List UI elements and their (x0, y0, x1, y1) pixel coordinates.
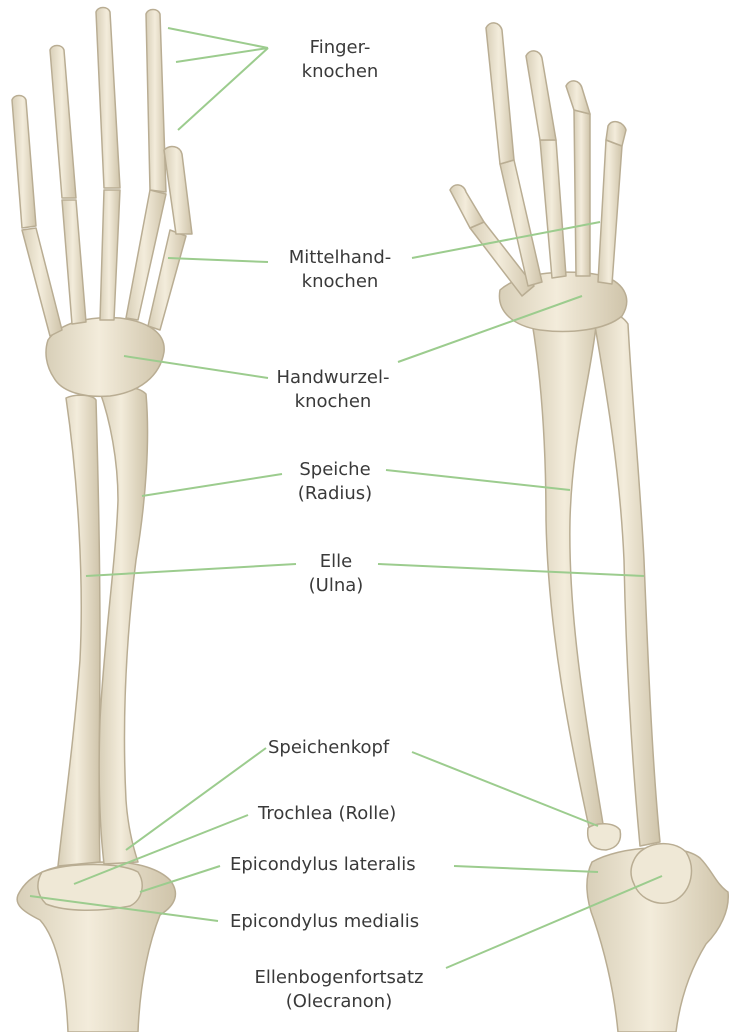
label-mittelhandknochen-line1: Mittelhand- (289, 246, 392, 270)
label-epicondylus-medialis: Epicondylus medialis (230, 910, 419, 934)
label-handwurzelknochen-line2: knochen (277, 390, 390, 414)
label-handwurzelknochen-line1: Handwurzel- (277, 366, 390, 390)
label-epicondylus-lateralis: Epicondylus lateralis (230, 853, 416, 877)
left-phalanges-5 (12, 96, 36, 229)
left-carpals (46, 318, 164, 397)
label-fingerknochen: Finger- knochen (302, 36, 379, 84)
right-phalanges-3 (526, 51, 556, 140)
right-radial-head (588, 824, 621, 850)
label-ellenbogenfortsatz: Ellenbogenfortsatz (Olecranon) (255, 966, 424, 1014)
left-phalanges-4 (50, 46, 76, 199)
leader-speiche-left (142, 474, 282, 496)
label-mittelhandknochen: Mittelhand- knochen (289, 246, 392, 294)
left-thumb (164, 147, 192, 234)
label-trochlea: Trochlea (Rolle) (258, 802, 396, 826)
label-elle: Elle (Ulna) (309, 550, 364, 598)
right-metacarpal-5 (598, 140, 622, 284)
leader-finger-1 (168, 28, 268, 48)
label-speichenkopf: Speichenkopf (268, 736, 389, 760)
leader-elle-right (378, 564, 644, 576)
right-phalanges-4 (566, 81, 590, 114)
left-metacarpal-5 (22, 228, 62, 336)
left-metacarpal-4 (62, 200, 86, 324)
label-mittelhandknochen-line2: knochen (289, 270, 392, 294)
leader-epi-lateralis-right (454, 866, 598, 872)
left-metacarpal-3 (100, 190, 120, 320)
label-ellenbogenfortsatz-line2: (Olecranon) (255, 990, 424, 1014)
right-metacarpal-3 (540, 140, 566, 278)
label-speiche: Speiche (Radius) (298, 458, 372, 506)
right-ulna (594, 314, 660, 846)
left-phalanges-2 (146, 10, 166, 193)
left-radius (99, 387, 147, 864)
label-elle-line2: (Ulna) (309, 574, 364, 598)
label-ellenbogenfortsatz-line1: Ellenbogenfortsatz (255, 966, 424, 990)
leader-speiche-right (386, 470, 570, 490)
left-arm-bones (12, 8, 192, 1032)
right-olecranon (631, 844, 691, 904)
label-fingerknochen-line1: Finger- (302, 36, 379, 60)
right-thumb (450, 185, 484, 228)
right-metacarpal-4 (574, 110, 590, 276)
label-speiche-line2: (Radius) (298, 482, 372, 506)
label-speiche-line1: Speiche (298, 458, 372, 482)
label-fingerknochen-line2: knochen (302, 60, 379, 84)
right-phalanges-2 (486, 23, 514, 164)
leader-speichenkopf-right (412, 752, 598, 826)
left-phalanges-3 (96, 8, 120, 189)
leader-mittelhand-left (168, 258, 268, 262)
label-handwurzelknochen: Handwurzel- knochen (277, 366, 390, 414)
label-elle-line1: Elle (309, 550, 364, 574)
left-ulna (58, 395, 100, 866)
right-arm-bones (450, 23, 728, 1032)
